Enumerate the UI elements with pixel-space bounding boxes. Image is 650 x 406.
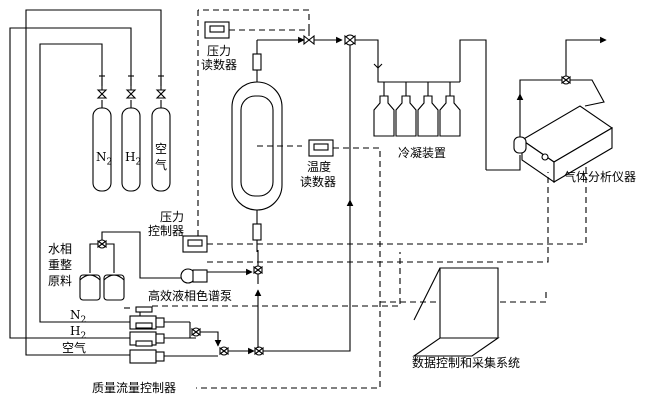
cylinder-n2 xyxy=(92,75,112,192)
product-line xyxy=(257,30,487,200)
reactor xyxy=(231,40,302,252)
feedstock-label-2: 重整 xyxy=(48,258,73,272)
gas-cylinders xyxy=(92,75,171,192)
cylinder-air xyxy=(151,75,171,192)
feedstock-label-1: 水相 xyxy=(48,242,73,256)
cylinder-air-label-1: 空 xyxy=(155,142,168,156)
line-n2-label: N2 xyxy=(70,308,87,326)
mfc-merge xyxy=(189,199,354,356)
feed-system xyxy=(79,231,263,348)
cylinder-n2-label: N2 xyxy=(96,150,113,168)
mfc-label: 质量流量控制器 xyxy=(92,381,177,395)
gas-lines xyxy=(9,9,162,356)
control-lines xyxy=(120,9,587,389)
feedstock-label-3: 原料 xyxy=(48,274,73,288)
condenser-bottles xyxy=(373,82,461,137)
line-h2-label: H2 xyxy=(70,324,87,342)
pressure-reader-label-1: 压力 xyxy=(207,44,232,58)
daq-laptop xyxy=(412,267,500,357)
gas-analyzer xyxy=(486,36,614,184)
hplc-pump-label: 高效液相色谱泵 xyxy=(148,289,233,303)
cylinder-h2-label: H2 xyxy=(125,150,142,168)
mfc-air xyxy=(129,340,218,364)
gas-analyzer-label: 气体分析仪器 xyxy=(564,170,637,184)
line-air-label: 空气 xyxy=(62,341,87,355)
mass-flow-controllers xyxy=(129,306,218,364)
pressure-reader-label-2: 读数器 xyxy=(201,58,238,72)
temperature-reader-label-2: 读数器 xyxy=(300,175,337,189)
cylinder-air-label-2: 气 xyxy=(155,158,168,172)
daq-system-label: 数据控制和采集系统 xyxy=(412,356,521,370)
condenser-label: 冷凝装置 xyxy=(398,146,447,160)
pressure-controller-label-1: 压力 xyxy=(160,210,185,224)
pressure-controller-label-2: 控制器 xyxy=(148,224,185,238)
temperature-reader-label-1: 温度 xyxy=(307,160,332,174)
cylinder-h2 xyxy=(121,75,141,192)
